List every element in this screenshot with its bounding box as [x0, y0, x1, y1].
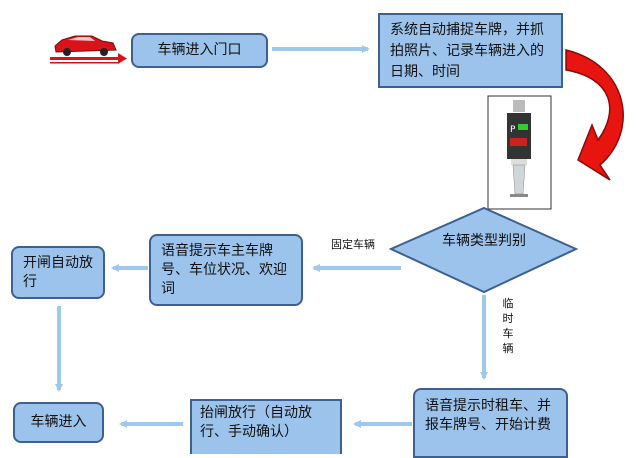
- svg-text:P: P: [510, 125, 516, 135]
- node-vehicle-enter: 车辆进入: [13, 402, 104, 443]
- node-fixed-voice: 语音提示车主车牌号、车位状况、欢迎词: [149, 234, 303, 306]
- node-lift-gate-label: 抬闸放行（自动放行、手动确认）: [200, 405, 312, 440]
- edge-label-fixed: 固定车辆: [331, 238, 375, 251]
- node-capture: 系统自动捕捉车牌，并抓拍照片、记录车辆进入的日期、时间: [378, 13, 563, 88]
- node-vehicle-enter-label: 车辆进入: [30, 414, 87, 430]
- node-type-check-label: 车辆类型判别: [442, 233, 526, 249]
- decision-diamond: [388, 206, 579, 294]
- node-open-gate: 开闸自动放行: [11, 246, 105, 299]
- node-lift-gate: 抬闸放行（自动放行、手动确认）: [190, 399, 342, 454]
- node-fixed-voice-label: 语音提示车主车牌号、车位状况、欢迎词: [161, 243, 287, 297]
- edge-label-temporary: 临时车辆: [502, 297, 514, 355]
- node-open-gate-label: 开闸自动放行: [23, 255, 93, 290]
- node-enter-gate: 车辆进入门口: [131, 33, 268, 68]
- node-temp-voice-label: 语音提示时租车、并报车牌号、开始计费: [425, 398, 551, 433]
- node-enter-gate-label: 车辆进入门口: [157, 42, 242, 58]
- node-temp-voice: 语音提示时租车、并报车牌号、开始计费: [413, 388, 568, 458]
- parking-machine-image: P: [487, 95, 552, 210]
- node-type-check-label-wrap: 车辆类型判别: [442, 231, 530, 251]
- red-curved-arrow: [565, 49, 624, 181]
- car-icon: [50, 35, 127, 64]
- node-capture-label: 系统自动捕捉车牌，并抓拍照片、记录车辆进入的日期、时间: [390, 22, 544, 80]
